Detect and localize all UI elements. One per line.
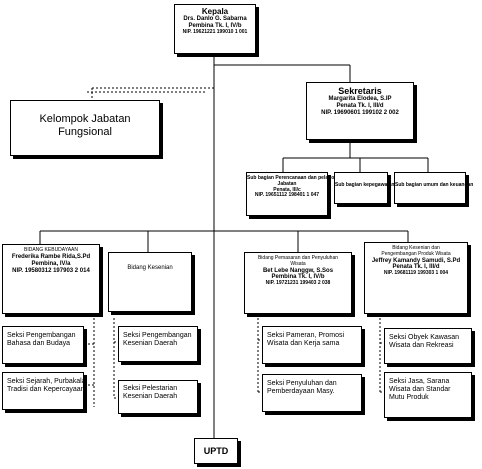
seksi3-line1: Seksi Pengembangan bbox=[123, 332, 192, 339]
sekretaris-nip: NIP. 19690601 199102 2 002 bbox=[321, 110, 399, 117]
seksi1-line1: Seksi Pengembangan bbox=[7, 332, 76, 339]
sub1-line4: NIP. 19651112 198401 1 047 bbox=[254, 192, 320, 199]
bidang1-line4: NIP. 19580312 197903 2 014 bbox=[12, 267, 90, 274]
seksi7-line1: Seksi Obyek Kawasan bbox=[389, 334, 460, 341]
bidang1-line2: Frederika Rambe Rida,S.Pd bbox=[11, 253, 91, 260]
seksi2-line2: Tradisi dan Kepercayaan bbox=[7, 386, 85, 394]
sekretaris-name: Margarita Elodea, S.IP bbox=[328, 96, 392, 103]
seksi-pengembangan-kesenian-box: Seksi Pengembangan Kesenian Daerah bbox=[118, 326, 198, 362]
kelompok-line2: Fungsional bbox=[58, 125, 112, 138]
kepala-title: Kepala bbox=[201, 7, 229, 16]
uptd-box: UPTD bbox=[194, 438, 238, 464]
bidang3-line4: Pembina Tk. I, IV/b bbox=[271, 274, 325, 281]
bidang4-line1: Bidang Kesenian dan bbox=[392, 245, 440, 251]
seksi8-line3: Mutu Produk bbox=[389, 394, 429, 402]
sekretaris-title: Sekretaris bbox=[338, 86, 382, 96]
bidang3-line1: Bidang Pemasaran dan Penyuluhan bbox=[257, 255, 339, 261]
sub1-line3: Penata, III/c bbox=[273, 186, 301, 193]
subbagian-kepegawaian-box: Sub bagian kepegawaian bbox=[334, 172, 395, 204]
bidang-pengembangan-produk-box: Bidang Kesenian dan Pengembangan Produk … bbox=[364, 242, 468, 314]
bidang4-line4: Penata Tk. I, III/d bbox=[392, 264, 440, 271]
bidang4-line3: Jeffrey Kamandy Samudi, S.Pd bbox=[371, 257, 461, 264]
sekretaris-box: Sekretaris Margarita Elodea, S.IP Penata… bbox=[306, 82, 414, 140]
kepala-rank: Pembina Tk. I, IV/b bbox=[188, 23, 242, 30]
seksi5-line2: Wisata dan Kerja sama bbox=[267, 340, 340, 348]
sub2-line1: Sub bagian kepegawaian bbox=[335, 182, 395, 188]
seksi2-line1: Seksi Sejarah, Purbakala, bbox=[7, 378, 88, 385]
seksi1-line2: Bahasa dan Budaya bbox=[7, 340, 71, 348]
bidang-kesenian-box: Bidang Kesenian bbox=[108, 252, 192, 312]
bidang3-line2: Wisata bbox=[290, 260, 306, 267]
subbagian-perencanaan-box: Sub bagian Perencanaan dan pelaporan Jab… bbox=[246, 172, 343, 216]
sub3-line1: Sub bagian umum dan keuangan bbox=[395, 182, 474, 188]
seksi-pameran-promosi-box: Seksi Pameran, Promosi Wisata dan Kerja … bbox=[262, 326, 362, 364]
seksi-sejarah-box: Seksi Sejarah, Purbakala, Tradisi dan Ke… bbox=[2, 372, 88, 410]
sub1-line2: Jabatan bbox=[277, 180, 297, 187]
seksi3-line2: Kesenian Daerah bbox=[123, 340, 178, 348]
seksi8-line2: Wisata dan Standar bbox=[389, 386, 451, 394]
seksi4-line2: Kesenian Daerah bbox=[123, 393, 178, 401]
seksi8-line1: Seksi Jasa, Sarana bbox=[389, 378, 450, 385]
kepala-box: Kepala Drs. Danlo G. Sabarna Pembina Tk.… bbox=[174, 4, 256, 54]
bidang3-line5: NIP. 19721231 199403 2 038 bbox=[265, 280, 331, 287]
bidang-kebudayaan-box: BIDANG KEBUDAYAAN Frederika Rambe Rida,S… bbox=[2, 244, 100, 314]
kelompok-jabatan-box: Kelompok Jabatan Fungsional bbox=[10, 100, 160, 156]
bidang2-line1: Bidang Kesenian bbox=[127, 265, 173, 271]
kelompok-line1: Kelompok Jabatan bbox=[39, 113, 131, 125]
seksi-pelestarian-kesenian-box: Seksi Pelestarian Kesenian Daerah bbox=[118, 380, 198, 414]
seksi6-line1: Seksi Penyuluhan dan bbox=[267, 380, 337, 387]
bidang3-line3: Bet Lebe Nanggw, S.Sos bbox=[262, 267, 334, 274]
kepala-name: Drs. Danlo G. Sabarna bbox=[183, 16, 247, 23]
sub1-line1: Sub bagian Perencanaan dan pelaporan bbox=[247, 175, 343, 181]
kepala-nip: NIP. 19621221 199010 1 001 bbox=[182, 28, 248, 35]
seksi-jasa-sarana-box: Seksi Jasa, Sarana Wisata dan Standar Mu… bbox=[384, 372, 472, 418]
seksi-pengembangan-bahasa-box: Seksi Pengembangan Bahasa dan Budaya bbox=[2, 326, 84, 364]
bidang4-line5: NIP. 19681119 199303 1 004 bbox=[383, 270, 449, 277]
bidang4-line2: Pengembangan Produk Wisata bbox=[381, 250, 451, 257]
subbagian-umum-box: Sub bagian umum dan keuangan bbox=[394, 172, 474, 204]
seksi-obyek-kawasan-box: Seksi Obyek Kawasan Wisata dan Rekreasi bbox=[384, 328, 472, 364]
seksi7-line2: Wisata dan Rekreasi bbox=[389, 342, 454, 350]
seksi5-line1: Seksi Pameran, Promosi bbox=[267, 332, 345, 339]
seksi-penyuluhan-box: Seksi Penyuluhan dan Pemberdayaan Masy. bbox=[262, 374, 362, 412]
seksi6-line2: Pemberdayaan Masy. bbox=[267, 388, 335, 396]
bidang1-line3: Pembina, IV/a bbox=[31, 260, 71, 267]
seksi4-line1: Seksi Pelestarian bbox=[123, 385, 178, 392]
bidang-pemasaran-box: Bidang Pemasaran dan Penyuluhan Wisata B… bbox=[244, 252, 352, 314]
uptd-label: UPTD bbox=[203, 446, 229, 456]
sekretaris-rank: Penata Tk. I, III/d bbox=[336, 103, 384, 110]
bidang1-line1: BIDANG KEBUDAYAAN bbox=[24, 247, 78, 253]
